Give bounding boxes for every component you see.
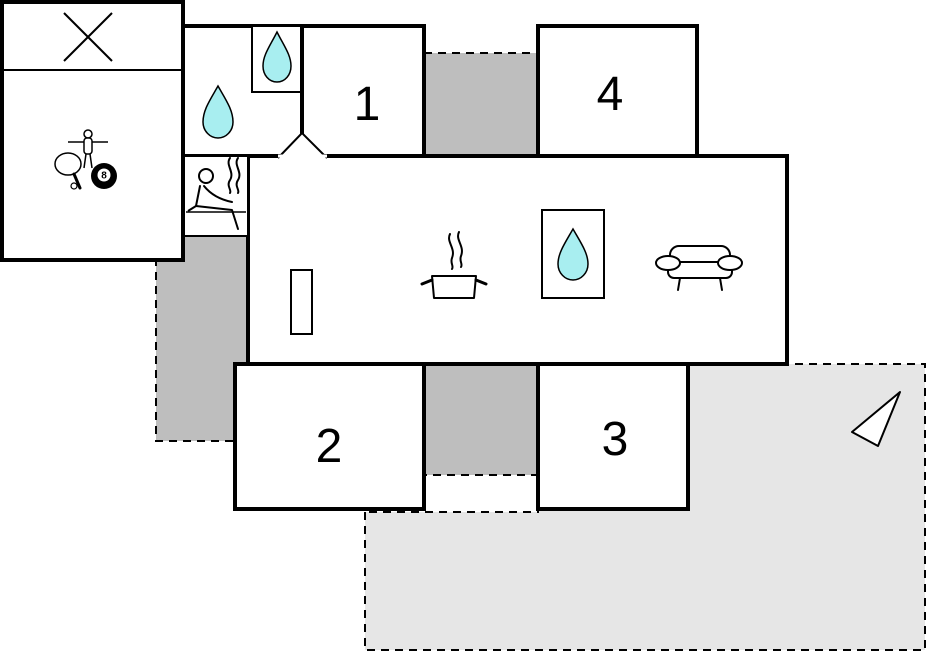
bedroom-1 (300, 24, 426, 158)
water-drop-icon (262, 30, 292, 83)
room-number-4: 4 (597, 68, 624, 121)
billiard-ball-icon: 8 (91, 163, 117, 189)
cooking-pot-icon (420, 231, 488, 299)
compass-arrow-icon (851, 391, 901, 447)
covered-terrace-north (423, 52, 539, 158)
window (290, 269, 313, 335)
bedroom-3 (536, 362, 690, 511)
ping-pong-icon (54, 152, 82, 190)
covered-terrace-south (423, 363, 539, 476)
sofa-icon (655, 245, 743, 291)
water-drop-icon (557, 227, 589, 281)
game-room (0, 0, 185, 262)
billiard-ball-number: 8 (101, 171, 107, 182)
sauna-icon (186, 157, 246, 230)
cross-icon (63, 12, 113, 62)
bedroom-2 (233, 362, 426, 511)
water-drop-icon (202, 84, 234, 139)
room-number-2: 2 (316, 420, 343, 473)
foosball-icon (68, 129, 108, 169)
door-chevron (277, 131, 328, 159)
room-number-3: 3 (602, 413, 629, 466)
bedroom-4 (536, 24, 699, 158)
room-number-1: 1 (354, 78, 381, 131)
